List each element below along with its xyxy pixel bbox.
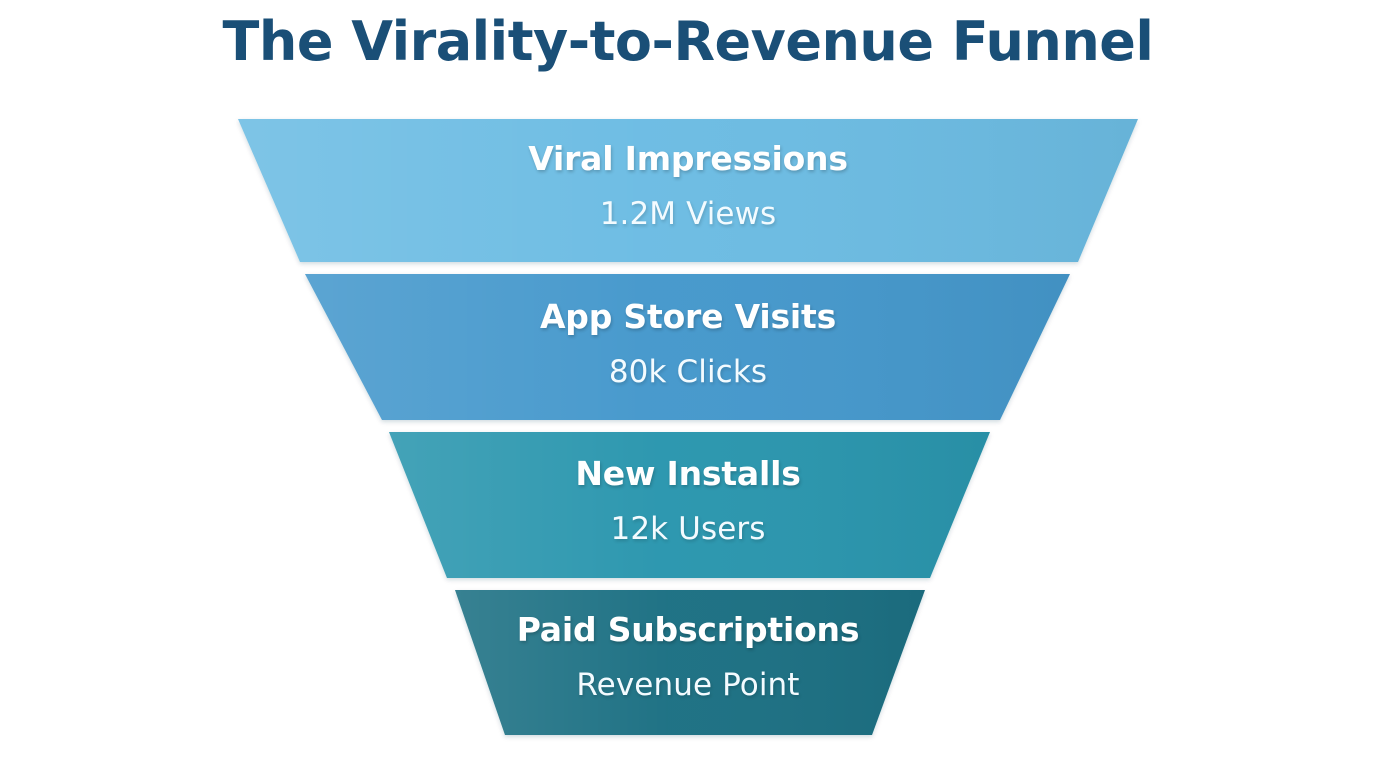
page-title: The Virality-to-Revenue Funnel [222,10,1154,73]
funnel-segment-4-sheen [455,590,925,735]
funnel-segment-1-sheen [238,119,1138,262]
funnel-segment-2-sheen [305,274,1070,420]
funnel-segment-3-sheen [389,432,990,578]
chart-title-container: The Virality-to-Revenue Funnel [0,10,1376,73]
